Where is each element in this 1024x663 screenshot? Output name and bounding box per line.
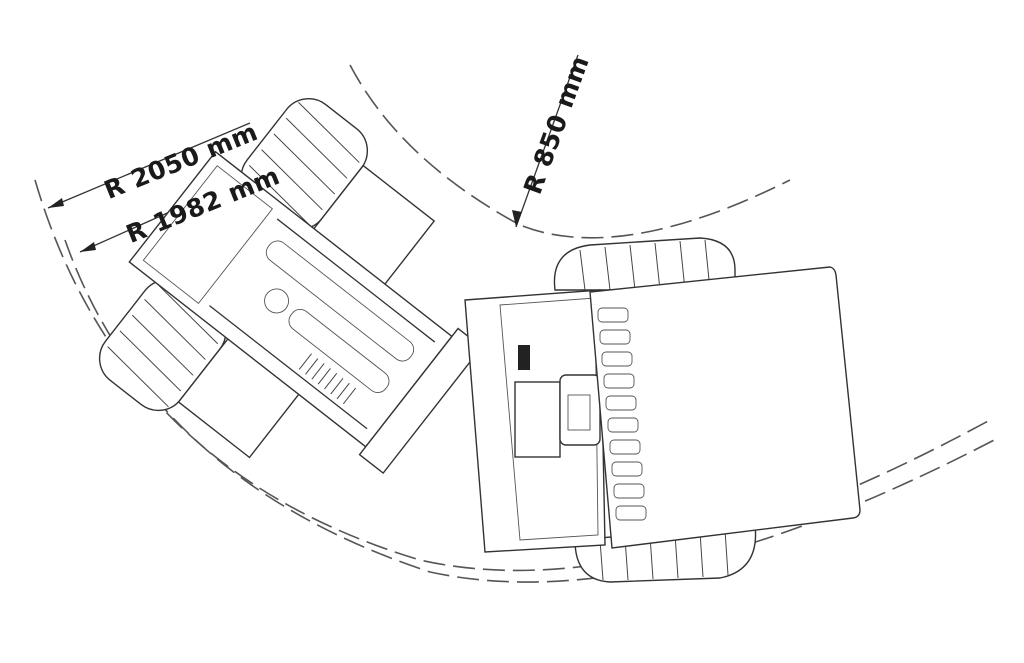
rear-frame bbox=[98, 98, 483, 475]
dimension-leader-2050 bbox=[47, 122, 251, 209]
front-top-tire bbox=[553, 237, 736, 291]
dimension-leader-850 bbox=[512, 54, 579, 228]
front-frame bbox=[464, 237, 861, 583]
inner-radius-arc bbox=[349, 64, 791, 239]
